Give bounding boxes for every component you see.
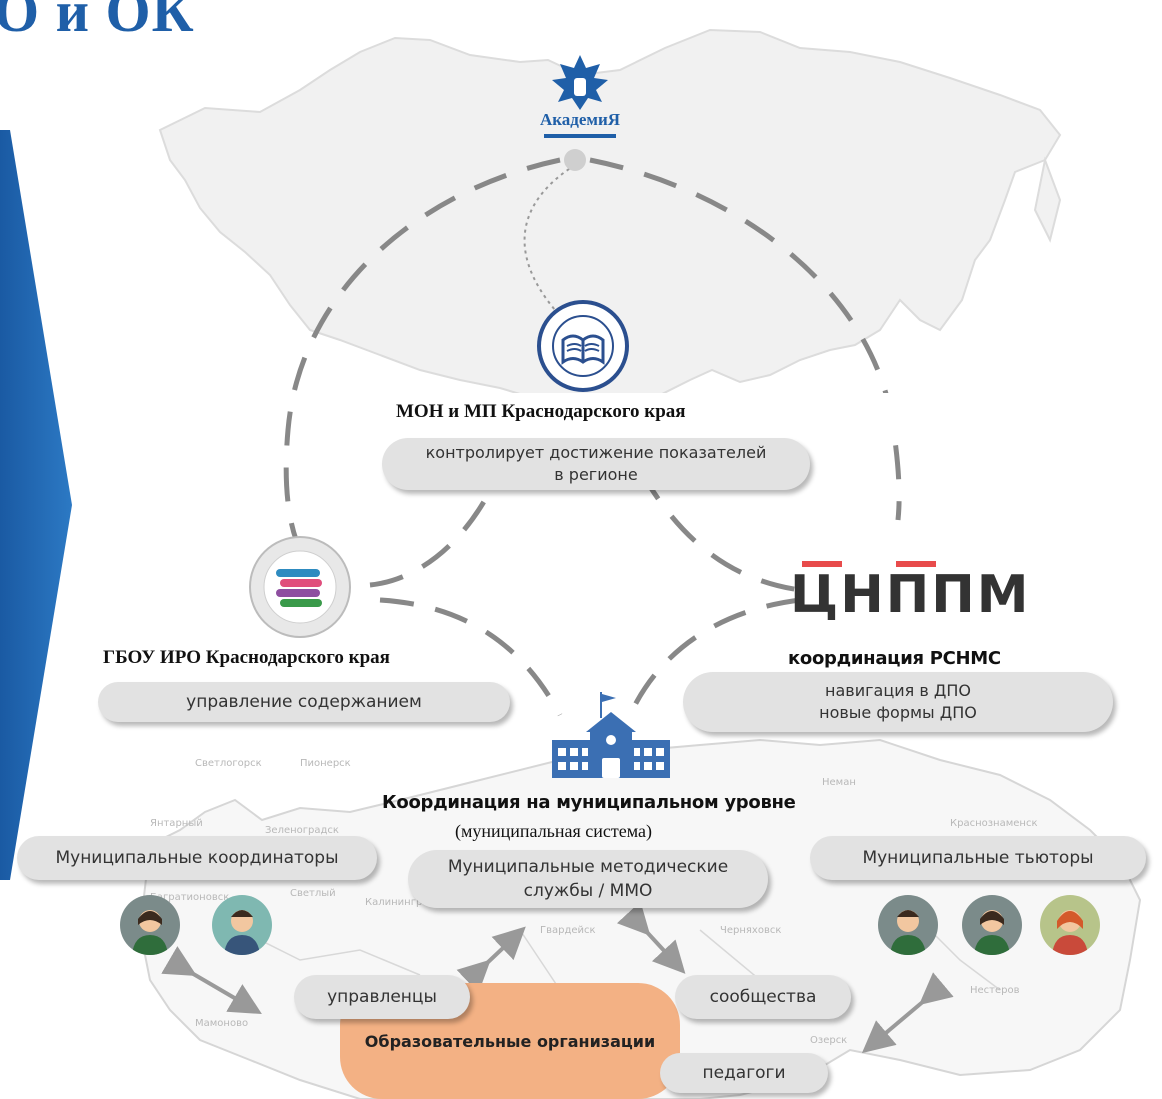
map-label: Пионерск bbox=[300, 758, 351, 769]
iro-title: ГБОУ ИРО Краснодарского края bbox=[103, 647, 390, 668]
mon-description-line1: контролирует достижение показателей bbox=[425, 443, 767, 462]
cnppm-title: координация РСНМС bbox=[788, 648, 1001, 669]
map-label: Светлогорск bbox=[195, 758, 262, 769]
managers-box: управленцы bbox=[294, 975, 470, 1019]
person-avatar-icon bbox=[120, 895, 180, 955]
cnppm-logo-accent bbox=[896, 561, 936, 567]
books-icon bbox=[249, 536, 351, 638]
municipal-coordinators-box: Муниципальные координаторы bbox=[17, 836, 377, 880]
cnppm-description-line2: новые формы ДПО bbox=[819, 703, 977, 722]
map-label: Краснознаменск bbox=[950, 818, 1038, 829]
eagle-icon bbox=[544, 55, 616, 138]
cnppm-description-line1: навигация в ДПО bbox=[825, 681, 971, 700]
dashed-connector-mon-cnppm bbox=[637, 468, 801, 593]
academy-logo-text: АкадемиЯ bbox=[539, 110, 621, 129]
person-avatar-icon bbox=[962, 895, 1022, 955]
methodical-services-line2: службы / ММО bbox=[523, 881, 653, 901]
person-avatar-icon bbox=[1040, 895, 1100, 955]
academy-logo: АкадемиЯ bbox=[530, 50, 630, 150]
map-label: Мамоново bbox=[195, 1018, 249, 1029]
map-label: Янтарный bbox=[150, 818, 203, 829]
dashed-connector-iro-mon bbox=[369, 469, 503, 588]
teachers-box: педагоги bbox=[660, 1053, 828, 1093]
cnppm-logo: ЦНППМ bbox=[790, 565, 1031, 625]
map-label: Калининград bbox=[365, 897, 436, 908]
cnppm-logo-accent bbox=[802, 561, 842, 567]
mon-description-line2: в регионе bbox=[554, 465, 638, 484]
blue-chevron-arrow bbox=[0, 130, 72, 880]
communities-box: сообщества bbox=[675, 975, 851, 1019]
person-avatar-icon bbox=[212, 895, 272, 955]
mon-description-box: контролирует достижение показателей в ре… bbox=[382, 438, 810, 490]
map-label: Зеленоградск bbox=[265, 825, 339, 836]
map-label: Светлый bbox=[290, 888, 336, 899]
mon-heading-bg bbox=[380, 393, 903, 433]
map-label: Гвардейск bbox=[540, 925, 596, 936]
municipal-tutors-label: Муниципальные тьюторы bbox=[862, 848, 1094, 868]
managers-label: управленцы bbox=[327, 987, 437, 1007]
ministry-logo bbox=[537, 300, 629, 392]
map-label: Озерск bbox=[810, 1035, 848, 1046]
cnppm-description-box: навигация в ДПО новые формы ДПО bbox=[683, 672, 1113, 732]
dotted-connector-academy-ministry bbox=[523, 164, 576, 311]
municipal-coordinators-label: Муниципальные координаторы bbox=[55, 848, 339, 868]
methodical-services-box: Муниципальные методические службы / ММО bbox=[408, 850, 768, 908]
educational-organizations-label: Образовательные организации bbox=[364, 1031, 656, 1051]
russia-map-shape bbox=[158, 28, 1062, 410]
person-avatar-icon bbox=[878, 895, 938, 955]
page-title: О и ОК bbox=[0, 0, 195, 44]
map-label: Нестеров bbox=[970, 985, 1020, 996]
dashed-connector-cnppm-school bbox=[627, 597, 801, 717]
municipal-subtitle: (муниципальная система) bbox=[455, 821, 653, 841]
mon-title: МОН и МП Краснодарского края bbox=[396, 401, 686, 422]
dashed-connector-right bbox=[589, 157, 902, 521]
methodical-services-line1: Муниципальные методические bbox=[447, 857, 729, 877]
open-book-icon bbox=[537, 300, 629, 392]
iro-description-box: управление содержанием bbox=[98, 682, 510, 722]
iro-description: управление содержанием bbox=[186, 692, 422, 712]
map-label: Багратионовск bbox=[150, 892, 230, 903]
teachers-label: педагоги bbox=[702, 1063, 786, 1083]
municipal-title: Координация на муниципальном уровне bbox=[382, 792, 796, 813]
map-label: Неман bbox=[822, 777, 856, 788]
municipal-tutors-box: Муниципальные тьюторы bbox=[810, 836, 1146, 880]
school-building-icon bbox=[552, 692, 670, 778]
communities-label: сообщества bbox=[709, 987, 817, 1007]
map-label: Черняховск bbox=[720, 925, 782, 936]
iro-logo bbox=[248, 535, 352, 639]
dashed-connector-iro-school bbox=[379, 597, 563, 717]
